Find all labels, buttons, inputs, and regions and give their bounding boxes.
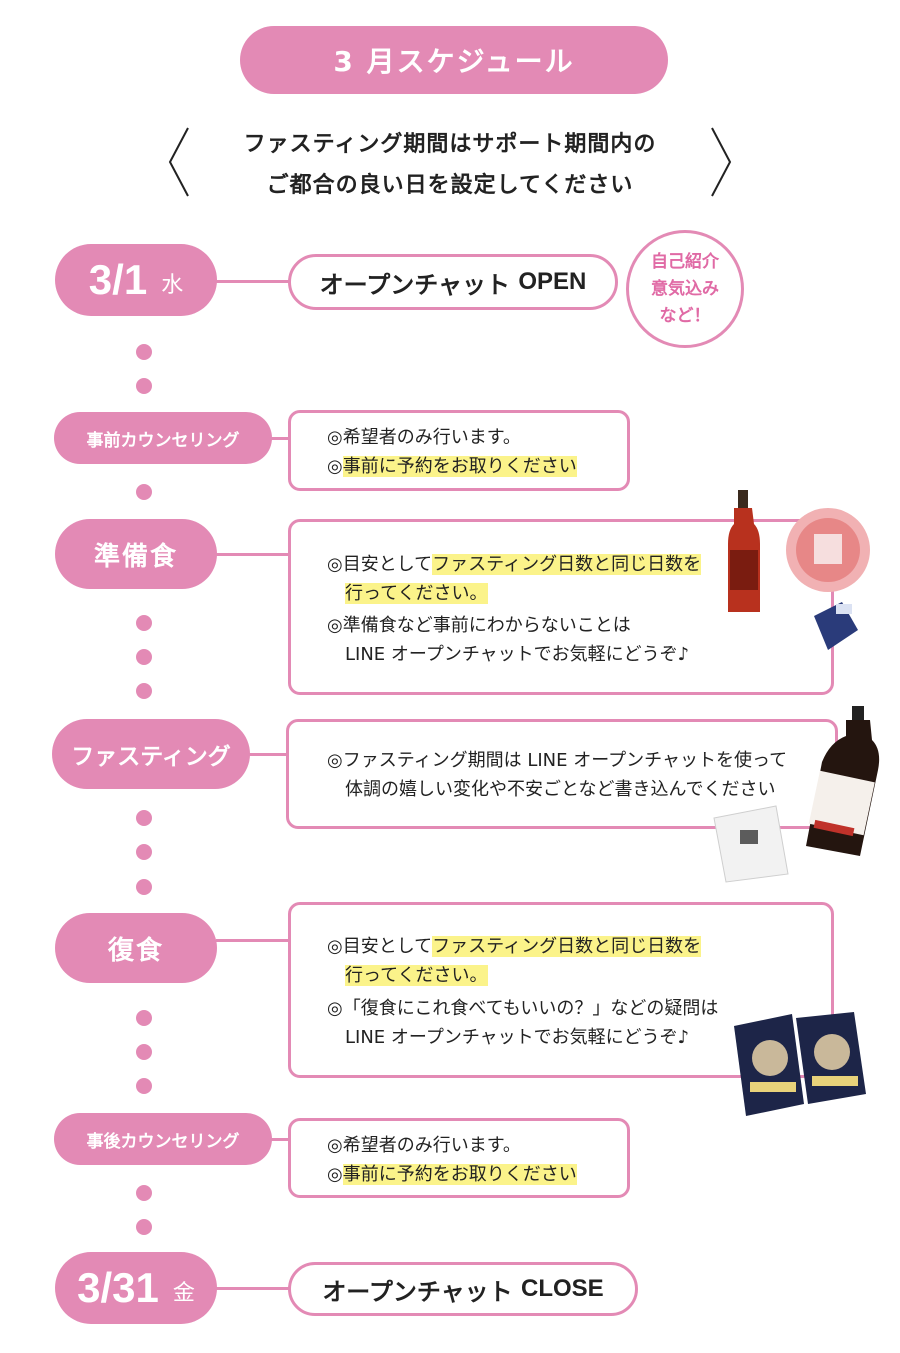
post-line1: ◎希望者のみ行います。 <box>327 1135 521 1156</box>
close-label-jp: オープンチャット <box>322 1277 513 1306</box>
fasting-box: ◎ファスティング期間は LINE オープンチャットを使って 体調の嬉しい変化や不… <box>286 719 838 829</box>
weekday-open: 水 <box>161 273 184 298</box>
pre-line1: ◎希望者のみ行います。 <box>327 427 521 448</box>
recovery-line2-highlight: 行ってください。 <box>345 965 488 986</box>
product-photo-fasting <box>713 706 880 883</box>
pre-line2-highlight: 事前に予約をお取りください <box>342 456 577 477</box>
date-pill-close: 3/31 金 <box>55 1252 217 1324</box>
connector <box>270 437 290 440</box>
product-photo-recovery <box>734 1012 866 1116</box>
timeline-dot <box>136 1044 152 1060</box>
timeline-dot <box>136 615 152 631</box>
left-chevron-icon <box>168 127 189 197</box>
timeline-dot <box>136 484 152 500</box>
fasting-line1: ◎ファスティング期間は LINE オープンチャットを使って <box>327 750 788 771</box>
connector <box>216 939 290 942</box>
date-open: 3/1 <box>88 256 148 303</box>
recovery-food-pill: 復食 <box>55 913 217 983</box>
post-counseling-box: ◎希望者のみ行います。 ◎事前に予約をお取りください <box>288 1118 630 1198</box>
pre-counseling-pill: 事前カウンセリング <box>54 412 272 464</box>
prep-line1-highlight: ファスティング日数と同じ日数を <box>432 554 702 575</box>
intro-note-circle: 自己紹介 意気込み など！ <box>626 230 744 348</box>
date-pill-open: 3/1 水 <box>55 244 217 316</box>
note-line3: など！ <box>659 306 711 326</box>
recovery-line1: ◎目安としてファスティング日数と同じ日数を <box>327 932 702 961</box>
connector <box>270 1138 290 1141</box>
prep-line1: ◎目安としてファスティング日数と同じ日数を <box>327 550 702 579</box>
pre-counseling-box: ◎希望者のみ行います。 ◎事前に予約をお取りください <box>288 410 630 491</box>
product-photo-prep <box>728 490 870 650</box>
recovery-line2: 行ってください。 <box>345 961 488 990</box>
timeline-dot <box>136 378 152 394</box>
recovery-line1-highlight: ファスティング日数と同じ日数を <box>432 936 702 957</box>
post-line2: ◎事前に予約をお取りください <box>327 1160 577 1189</box>
prep-line2-highlight: 行ってください。 <box>345 583 488 604</box>
subtitle-line2: ご都合の良い日を設定してください <box>266 173 634 198</box>
prep-line2: 行ってください。 <box>345 579 488 608</box>
timeline-dot <box>136 879 152 895</box>
right-chevron-icon <box>711 127 732 197</box>
note-line2: 意気込み <box>651 279 719 299</box>
schedule-title: 3 月スケジュール <box>240 26 668 94</box>
timeline-dot <box>136 1185 152 1201</box>
post-line2-highlight: 事前に予約をお取りください <box>342 1164 577 1185</box>
pre-line2-prefix: ◎ <box>327 456 343 477</box>
prep-food-pill: 準備食 <box>55 519 217 589</box>
timeline-dot <box>136 683 152 699</box>
connector <box>248 753 288 756</box>
connector <box>216 1287 290 1290</box>
date-close: 3/31 <box>77 1264 159 1311</box>
timeline-dot <box>136 810 152 826</box>
prep-line4: LINE オープンチャットでお気軽にどうぞ♪ <box>345 644 690 665</box>
open-label-jp: オープンチャット <box>319 270 510 299</box>
open-chat-close-box: オープンチャット CLOSE <box>288 1262 638 1316</box>
weekday-close: 金 <box>172 1281 195 1306</box>
subtitle-block: ファスティング期間はサポート期間内の ご都合の良い日を設定してください <box>160 120 740 204</box>
connector <box>216 553 290 556</box>
timeline-dot <box>136 844 152 860</box>
recovery-line1-prefix: ◎目安として <box>327 936 433 957</box>
timeline-dot <box>136 1219 152 1235</box>
connector <box>216 280 290 283</box>
timeline-dot <box>136 649 152 665</box>
timeline-dot <box>136 1078 152 1094</box>
fasting-pill: ファスティング <box>52 719 250 789</box>
open-chat-open-box: オープンチャット OPEN <box>288 254 618 310</box>
close-label-en: CLOSE <box>521 1275 604 1302</box>
timeline-dot <box>136 1010 152 1026</box>
fasting-line2: 体調の嬉しい変化や不安ごとなど書き込んでください <box>345 779 776 800</box>
timeline-dot <box>136 344 152 360</box>
prep-line1-prefix: ◎目安として <box>327 554 433 575</box>
recovery-line3: ◎「復食にこれ食べてもいいの？」などの疑問は <box>327 998 719 1019</box>
subtitle-line1: ファスティング期間はサポート期間内の <box>243 132 657 157</box>
recovery-food-box: ◎目安としてファスティング日数と同じ日数を 行ってください。 ◎「復食にこれ食べ… <box>288 902 834 1078</box>
post-counseling-pill: 事後カウンセリング <box>54 1113 272 1165</box>
note-line1: 自己紹介 <box>651 252 719 272</box>
pre-line2: ◎事前に予約をお取りください <box>327 452 577 481</box>
prep-line3: ◎準備食など事前にわからないことは <box>327 615 631 636</box>
post-line2-prefix: ◎ <box>327 1164 343 1185</box>
recovery-line4: LINE オープンチャットでお気軽にどうぞ♪ <box>345 1027 690 1048</box>
open-label-en: OPEN <box>518 268 587 295</box>
